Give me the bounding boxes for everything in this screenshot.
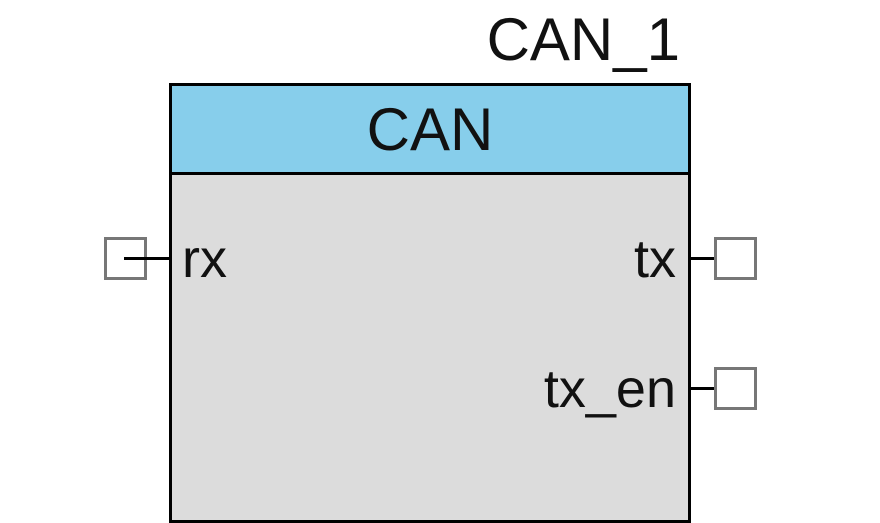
component-header: CAN [172, 86, 688, 175]
pin-terminal-tx-en[interactable] [714, 367, 757, 410]
instance-name: CAN_1 [486, 6, 680, 73]
pin-terminal-tx[interactable] [714, 237, 757, 280]
pin-wire-tx-en [690, 387, 736, 390]
pin-label-tx: tx [633, 229, 676, 289]
pin-wire-tx [690, 257, 736, 260]
pin-label-rx: rx [182, 229, 227, 289]
pin-wire-rx [124, 257, 170, 260]
component-type-label: CAN [366, 95, 494, 163]
pin-label-tx-en: tx_en [543, 359, 676, 419]
can-component-block[interactable]: CAN [169, 83, 691, 523]
